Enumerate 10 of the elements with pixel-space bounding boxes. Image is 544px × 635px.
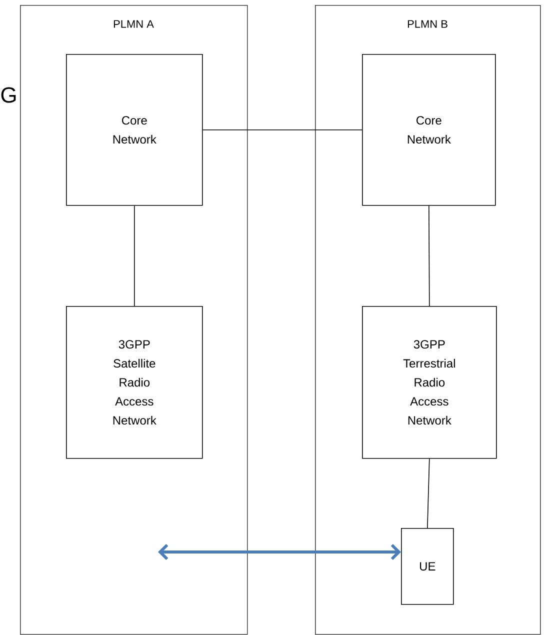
network-element-box: Core Network [66,54,203,206]
device-box: UE [401,528,454,605]
connector-line [427,458,430,528]
connector-line [428,205,430,306]
network-element-box: Core Network [362,54,496,206]
double-arrow [158,544,401,560]
network-element-box: 3GPP Satellite Radio Access Network [66,306,203,459]
network-element-box: 3GPP Terrestrial Radio Access Network [362,306,497,459]
connector-line [134,205,135,306]
edge-letter: G [1,87,16,103]
